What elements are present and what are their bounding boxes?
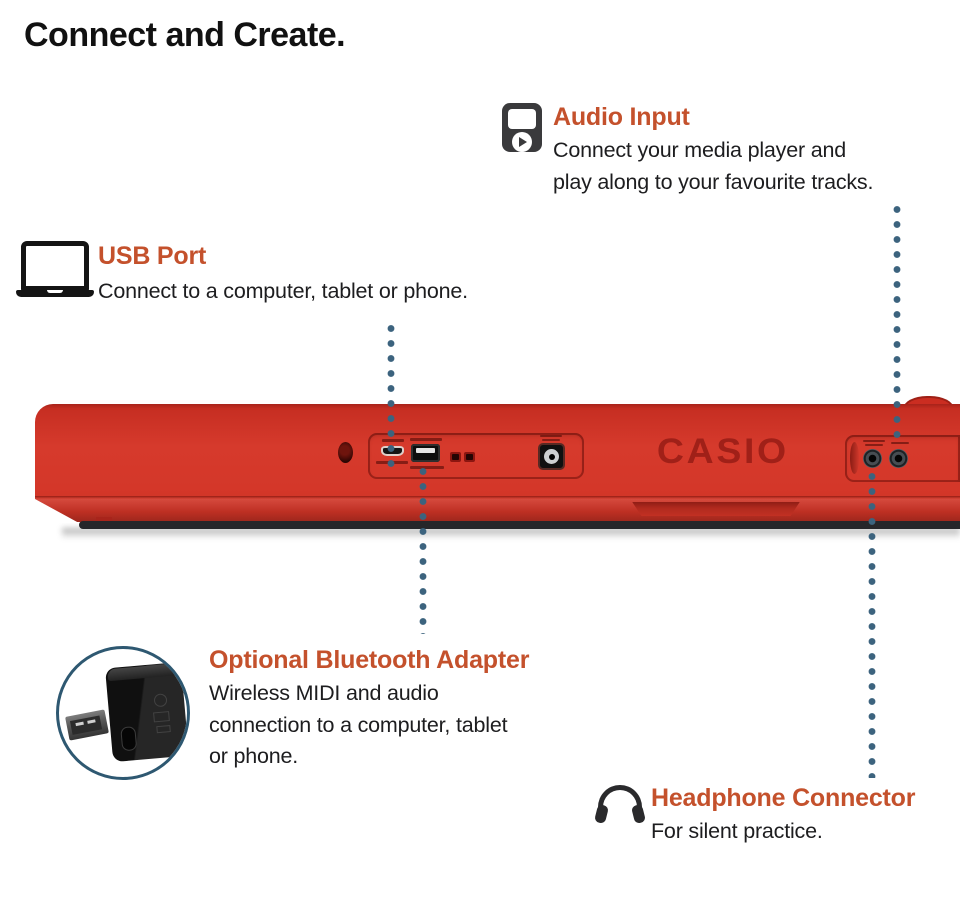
keyboard-seam bbox=[35, 496, 960, 499]
feature-audio-input bbox=[502, 103, 542, 152]
phones-output-jack bbox=[863, 449, 882, 468]
usb-plug-pin bbox=[87, 719, 96, 724]
keyboard-back-panel: CASIO bbox=[35, 404, 960, 522]
connector-line-audio-input bbox=[893, 202, 901, 443]
audio-input-description: Connect your media player and play along… bbox=[553, 135, 873, 198]
headphones-earcup-right bbox=[630, 803, 647, 825]
headphones-earcup-left bbox=[593, 803, 610, 825]
headphone-heading: Headphone Connector bbox=[651, 784, 916, 812]
connector-line-usb-port bbox=[387, 321, 395, 467]
dc-jack-ring bbox=[544, 449, 559, 464]
adapter-body bbox=[105, 661, 187, 763]
keyboard-lower-band bbox=[35, 499, 960, 522]
usb-plug-pin bbox=[75, 721, 84, 726]
media-player-icon bbox=[502, 103, 542, 152]
usb-plug bbox=[65, 709, 109, 741]
page-title: Connect and Create. bbox=[24, 16, 346, 54]
headphone-description: For silent practice. bbox=[651, 816, 823, 848]
port-label-marks bbox=[863, 440, 885, 442]
audio-input-heading: Audio Input bbox=[553, 103, 690, 131]
adapter-marking bbox=[156, 725, 171, 734]
usb-plug-opening bbox=[69, 715, 103, 735]
play-icon bbox=[519, 137, 527, 147]
sustain-jack bbox=[889, 449, 908, 468]
bluetooth-usb-adapter bbox=[56, 646, 190, 780]
bluetooth-description: Wireless MIDI and audio connection to a … bbox=[209, 678, 508, 773]
keyboard-battery-groove bbox=[632, 502, 800, 516]
port-label-marks bbox=[410, 438, 442, 441]
strap-slot-opening bbox=[466, 454, 473, 460]
bluetooth-line-1: Wireless MIDI and audio bbox=[209, 681, 439, 705]
port-label-marks bbox=[410, 466, 444, 469]
dc-power-jack bbox=[538, 443, 565, 470]
left-port-panel bbox=[368, 433, 584, 479]
connector-line-headphone bbox=[868, 469, 876, 778]
strap-pin-hole bbox=[338, 442, 353, 463]
port-label-marks bbox=[865, 444, 883, 446]
usb-port-line-1: Connect to a computer, tablet or phone. bbox=[98, 279, 468, 303]
media-player-play-wheel bbox=[512, 132, 532, 152]
headphone-line-1: For silent practice. bbox=[651, 819, 823, 843]
bluetooth-line-2: connection to a computer, tablet bbox=[209, 712, 508, 737]
dc-jack-center bbox=[548, 453, 555, 460]
panel-thumb-groove bbox=[850, 442, 859, 474]
laptop-camera-dot bbox=[47, 243, 50, 246]
adapter-marking bbox=[153, 711, 170, 723]
right-port-panel bbox=[845, 435, 960, 482]
port-label-marks bbox=[891, 442, 909, 444]
audio-input-line-1: Connect your media player and bbox=[553, 138, 846, 162]
port-label-marks bbox=[540, 435, 562, 437]
usb-port-heading: USB Port bbox=[98, 242, 207, 270]
keyboard-shadow bbox=[62, 528, 960, 539]
usb-a-port bbox=[411, 444, 440, 462]
strap-slot-opening bbox=[452, 454, 459, 460]
laptop-base-notch bbox=[47, 290, 63, 293]
headphones-band bbox=[598, 785, 642, 820]
port-label-marks bbox=[542, 439, 560, 441]
laptop-base bbox=[16, 290, 94, 297]
connector-line-bluetooth bbox=[419, 464, 427, 634]
audio-input-line-2: play along to your favourite tracks. bbox=[553, 169, 874, 194]
media-player-screen bbox=[508, 109, 536, 129]
laptop-icon bbox=[16, 241, 94, 297]
usb-a-contact bbox=[416, 448, 435, 453]
adapter-marking bbox=[153, 693, 168, 708]
strap-slot-right bbox=[464, 452, 475, 462]
bluetooth-heading: Optional Bluetooth Adapter bbox=[209, 646, 530, 674]
casio-logo: CASIO bbox=[656, 432, 789, 471]
usb-port-description: Connect to a computer, tablet or phone. bbox=[98, 276, 468, 308]
strap-slot-left bbox=[450, 452, 461, 462]
headphones-icon bbox=[593, 783, 647, 827]
laptop-screen bbox=[21, 241, 89, 291]
adapter-top-face bbox=[107, 663, 178, 682]
keyboard-bottom-edge bbox=[79, 521, 960, 529]
bluetooth-line-3: or phone. bbox=[209, 744, 299, 768]
adapter-button bbox=[120, 726, 138, 752]
